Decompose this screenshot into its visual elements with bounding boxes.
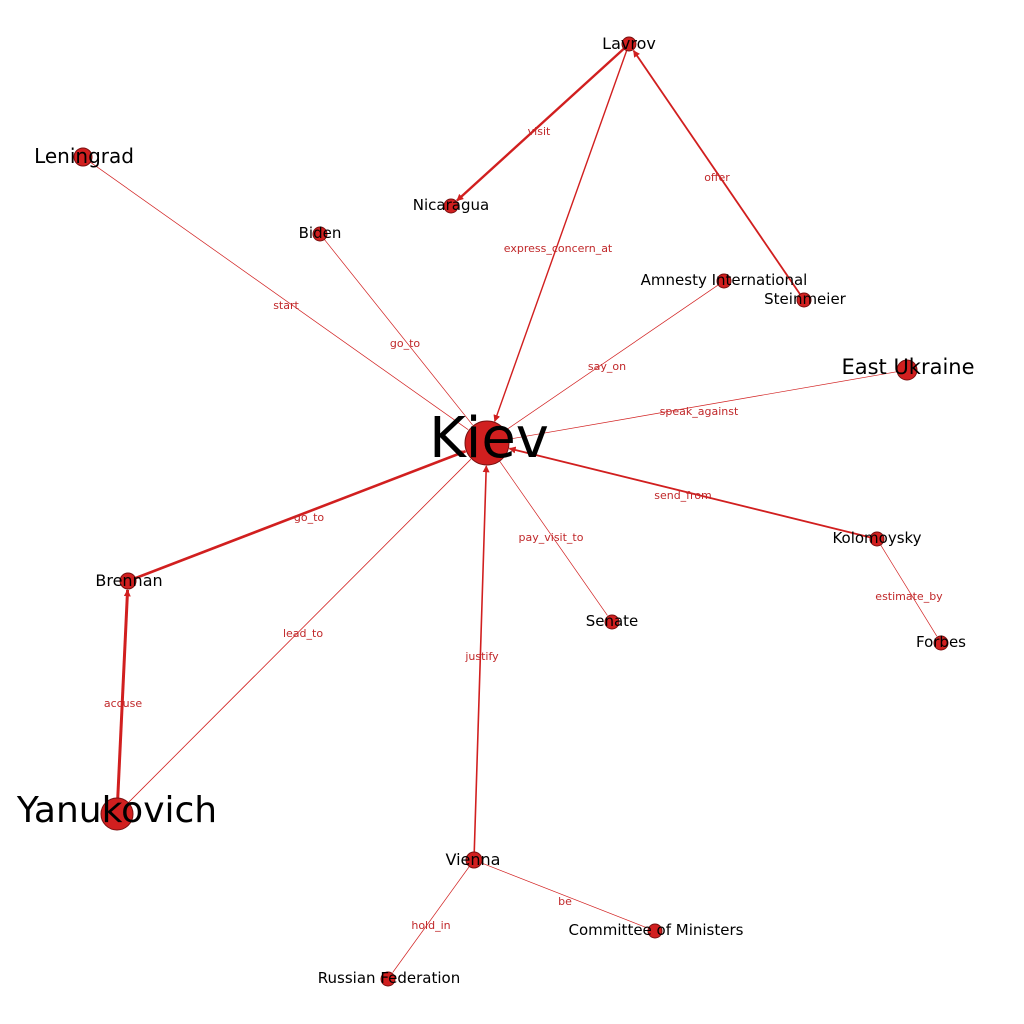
edge-label-start: start	[273, 299, 299, 312]
edge-steinmeier-lavrov	[632, 50, 801, 295]
edge-yanukovich-brennan	[116, 589, 131, 799]
edges-layer	[90, 47, 938, 973]
edge-vienna-kiev	[473, 465, 490, 853]
node-yanukovich[interactable]	[100, 797, 134, 831]
node-kolomoysky[interactable]	[869, 531, 885, 547]
edge-label-send-from: send_from	[654, 489, 712, 502]
node-russian-federation[interactable]	[380, 971, 396, 987]
node-vienna[interactable]	[465, 851, 483, 869]
node-amnesty[interactable]	[716, 273, 732, 289]
edge-leningrad-kiev	[90, 161, 469, 430]
edge-yanukovich-kiev	[128, 459, 472, 803]
node-label-amnesty: Amnesty International	[641, 271, 808, 289]
node-label-kiev: Kiev	[429, 406, 549, 471]
node-senate[interactable]	[604, 614, 620, 630]
node-label-russian-federation: Russian Federation	[318, 969, 460, 987]
edge-label-be: be	[558, 895, 572, 908]
node-label-committee: Committee of Ministers	[569, 921, 744, 939]
edge-label-justify: justify	[464, 650, 499, 663]
edge-vienna-committee	[481, 862, 648, 929]
edge-brennan-kiev	[135, 450, 467, 580]
node-label-brennan: Brennan	[95, 571, 162, 590]
edge-vienna-russian_federation	[392, 866, 470, 973]
edge-lavrov-nicaragua	[456, 47, 625, 202]
edge-kiev-senate	[499, 460, 608, 616]
edge-amnesty-kiev	[505, 284, 719, 431]
nodes-layer	[73, 36, 949, 987]
node-steinmeier[interactable]	[796, 292, 812, 308]
node-forbes[interactable]	[933, 635, 949, 651]
edge-label-pay-visit-to: pay_visit_to	[519, 531, 584, 544]
node-label-leningrad: Leningrad	[34, 144, 134, 168]
node-lavrov[interactable]	[621, 36, 637, 52]
node-label-yanukovich: Yanukovich	[16, 790, 217, 831]
edge-label-go-to: go_to	[294, 511, 325, 524]
edge-labels-layer: visitexpress_concern_atofferstartgo_tosa…	[104, 125, 943, 932]
edge-label-estimate-by: estimate_by	[875, 590, 943, 603]
edge-label-go-to: go_to	[390, 337, 421, 350]
edge-lavrov-kiev	[493, 50, 628, 422]
node-labels-layer: Kiev LavrovLeningradNicaraguaBidenAmnesty…	[16, 34, 975, 987]
node-brennan[interactable]	[119, 572, 137, 590]
edge-label-accuse: accuse	[104, 697, 143, 710]
node-label-lavrov: Lavrov	[602, 34, 656, 53]
node-label-biden: Biden	[299, 224, 342, 242]
edge-label-lead-to: lead_to	[283, 627, 323, 640]
edge-east_ukraine-kiev	[509, 371, 898, 440]
node-label-vienna: Vienna	[446, 850, 501, 869]
edge-kolomoysky-forbes	[880, 544, 938, 637]
edge-label-express-concern-at: express_concern_at	[504, 242, 613, 255]
node-label-forbes: Forbes	[916, 633, 966, 651]
node-committee[interactable]	[647, 923, 663, 939]
node-kiev[interactable]	[464, 420, 510, 466]
edge-label-speak-against: speak_against	[660, 405, 739, 418]
node-east-ukraine[interactable]	[896, 359, 918, 381]
node-label-east-ukraine: East Ukraine	[841, 355, 974, 379]
edge-label-say-on: say_on	[588, 360, 626, 373]
edge-label-offer: offer	[704, 171, 730, 184]
node-label-senate: Senate	[586, 612, 639, 630]
edge-kolomoysky-kiev	[508, 446, 871, 539]
node-leningrad[interactable]	[73, 147, 93, 167]
edge-label-hold-in: hold_in	[411, 919, 450, 932]
node-label-nicaragua: Nicaragua	[413, 196, 489, 214]
node-label-kolomoysky: Kolomoysky	[832, 529, 921, 547]
edge-biden-kiev	[324, 239, 473, 426]
node-nicaragua[interactable]	[443, 198, 459, 214]
node-label-steinmeier: Steinmeier	[764, 290, 847, 308]
edge-label-visit: visit	[528, 125, 551, 138]
node-biden[interactable]	[312, 226, 328, 242]
